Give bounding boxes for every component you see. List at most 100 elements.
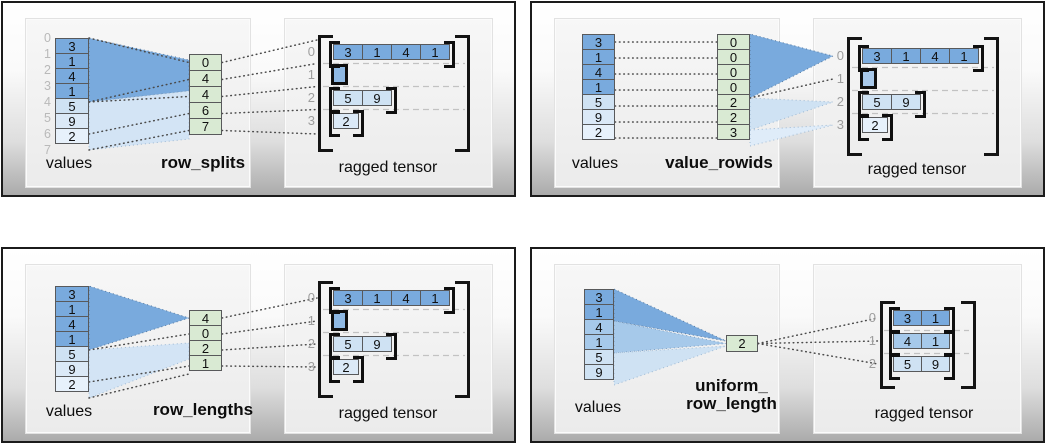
values-column: 3 1 4 1 5 9 2 (582, 34, 615, 140)
row-right-bracket (386, 333, 397, 360)
tensor-row: 2 (333, 359, 359, 375)
row-right-bracket (444, 287, 455, 314)
rowid-cell: 2 (717, 94, 750, 110)
value-cell: 1 (584, 304, 614, 320)
value-rowids-column: 0 0 0 0 2 2 3 (717, 34, 750, 140)
value-cell: 9 (584, 364, 614, 380)
row-length-cell: 0 (189, 325, 222, 341)
value-cell: 3 (55, 286, 89, 302)
tensor-cell: 9 (921, 356, 950, 372)
rowid-cell: 0 (717, 79, 750, 95)
value-cell: 4 (55, 68, 89, 84)
row-right-bracket (915, 91, 926, 118)
row-length-cell: 2 (189, 340, 222, 356)
row-lengths-column: 4 0 2 1 (189, 310, 222, 371)
row-length-cell: 1 (189, 355, 222, 371)
row-right-bracket (973, 45, 984, 72)
row-splits-cell: 0 (189, 54, 222, 71)
value-cell: 4 (55, 316, 89, 332)
tensor-cell: 2 (333, 359, 359, 375)
tensor-row: 5 9 (862, 94, 921, 110)
tensor-cell: 1 (362, 290, 392, 306)
tensor-cell: 4 (391, 44, 421, 60)
values-label: values (571, 155, 619, 172)
rowid-cell: 3 (717, 124, 750, 140)
tensor-cell: 1 (362, 44, 392, 60)
value-cell: 5 (584, 349, 614, 365)
tensor-row-label: 3 (836, 117, 844, 132)
method-label: value_rowids (665, 153, 773, 172)
row-right-bracket (882, 114, 893, 141)
right-bracket (961, 301, 976, 389)
tensor-row-label: 1 (307, 313, 315, 328)
row-splits-cell: 6 (189, 102, 222, 119)
tensor-row-label: 2 (868, 356, 876, 371)
values-column: 3 1 4 1 5 9 2 (55, 38, 89, 144)
value-cell: 4 (584, 319, 614, 335)
tensor-cell: 9 (362, 336, 392, 352)
value-index: 5 (44, 111, 51, 125)
tensor-label: ragged tensor (874, 405, 974, 422)
row-splits-cell: 4 (189, 70, 222, 87)
tensor-row-label: 0 (307, 44, 315, 59)
tensor-row: 3 1 4 1 (862, 48, 979, 64)
rowid-cell: 0 (717, 49, 750, 65)
tensor-row-label: 2 (307, 336, 315, 351)
row-left-bracket (329, 41, 340, 68)
right-bracket (455, 281, 470, 398)
value-cell: 2 (55, 376, 89, 392)
tensor-cell: 5 (333, 90, 363, 106)
value-cell: 3 (582, 34, 615, 50)
right-bracket (984, 37, 999, 156)
value-index: 7 (44, 143, 51, 157)
value-cell: 4 (582, 64, 615, 80)
tensor-row-label: 1 (868, 333, 876, 348)
row-splits-cell: 7 (189, 118, 222, 135)
tensor-cell: 1 (949, 48, 979, 64)
uniform-row-length-cell-holder: 2 (726, 335, 758, 352)
tensor-row-label: 1 (307, 67, 315, 82)
rowid-cell: 0 (717, 34, 750, 50)
values-column: 3 1 4 1 5 9 (584, 289, 614, 380)
left-bracket (318, 35, 333, 152)
tensor-row: 2 (333, 113, 359, 129)
tensor-row-label: 2 (307, 90, 315, 105)
tensor-cell: 1 (921, 333, 950, 349)
value-index: 0 (44, 31, 51, 45)
value-cell: 5 (55, 98, 89, 114)
value-cell: 1 (55, 83, 89, 99)
tensor-cell: 4 (391, 290, 421, 306)
tensor-row: 2 (862, 117, 888, 133)
panel-row-lengths: 3 1 4 1 5 9 2 4 0 2 1 0 1 2 3 3 1 4 1 5 … (1, 247, 516, 443)
values-column: 3 1 4 1 5 9 2 (55, 286, 89, 392)
tensor-cell: 1 (420, 44, 450, 60)
row-right-bracket (353, 110, 364, 137)
tensor-cell: 2 (333, 113, 359, 129)
value-cell: 5 (55, 346, 89, 362)
tensor-row: 4 1 (893, 333, 950, 349)
value-index: 2 (44, 63, 51, 77)
left-bracket (847, 37, 862, 156)
row-left-bracket (329, 356, 340, 383)
value-cell: 5 (582, 94, 615, 110)
tensor-label: ragged tensor (338, 159, 438, 176)
uniform-row-length-cell: 2 (726, 335, 758, 352)
tensor-row-label: 0 (868, 310, 876, 325)
tensor-cell: 9 (362, 90, 392, 106)
tensor-row-label: 3 (307, 359, 315, 374)
row-right-bracket (386, 87, 397, 114)
value-cell: 1 (582, 49, 615, 65)
tensor-row-label: 0 (307, 290, 315, 305)
value-cell: 1 (55, 53, 89, 69)
value-cell: 1 (55, 301, 89, 317)
row-left-bracket (889, 353, 900, 380)
tensor-cell: 4 (920, 48, 950, 64)
value-cell: 3 (55, 38, 89, 54)
tensor-cell: 3 (862, 48, 892, 64)
row-right-bracket (353, 356, 364, 383)
value-index: 4 (44, 95, 51, 109)
tensor-cell: 1 (921, 310, 950, 326)
row-splits-column: 0 4 4 6 7 (189, 54, 222, 135)
tensor-label: ragged tensor (867, 161, 967, 178)
tensor-cell: 3 (333, 44, 363, 60)
